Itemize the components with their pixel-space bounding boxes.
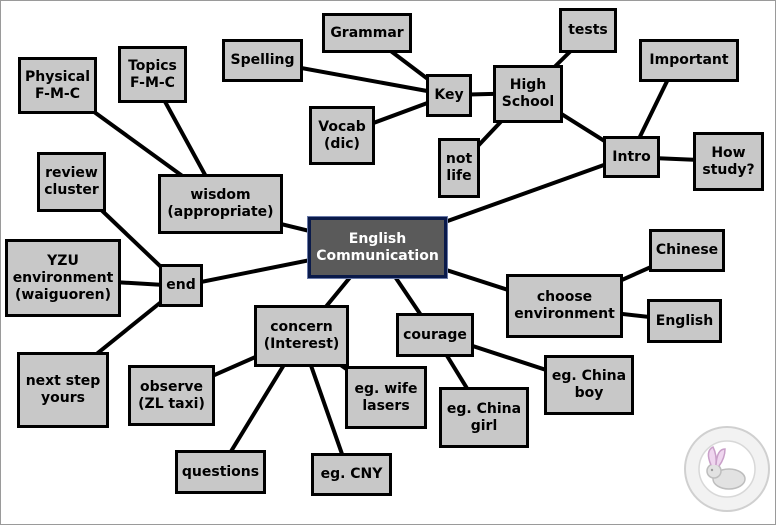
node-important: Important: [639, 39, 739, 82]
node-review-cluster: review cluster: [37, 152, 106, 212]
node-spelling: Spelling: [222, 39, 303, 82]
node-tests: tests: [559, 8, 617, 53]
node-chinese: Chinese: [649, 229, 725, 272]
node-high-school: High School: [493, 65, 563, 123]
node-eg-china-girl: eg. China girl: [439, 387, 529, 448]
node-vocab: Vocab (dic): [309, 106, 375, 165]
node-not-life: not life: [438, 138, 480, 198]
node-eg-wife: eg. wife lasers: [345, 366, 427, 429]
node-courage: courage: [396, 313, 474, 357]
node-english: English: [647, 299, 722, 343]
node-yzu-environment: YZU environment (waiguoren): [5, 239, 121, 317]
node-grammar: Grammar: [322, 13, 412, 53]
node-end: end: [159, 264, 203, 307]
node-key: Key: [426, 74, 472, 117]
node-eg-china-boy: eg. China boy: [544, 355, 634, 415]
node-observe: observe (ZL taxi): [128, 365, 215, 426]
node-topics: Topics F-M-C: [118, 46, 187, 103]
node-eg-cny: eg. CNY: [311, 453, 392, 496]
node-central-english-communication: English Communication: [308, 217, 447, 278]
node-how-study: How study?: [693, 132, 764, 191]
node-wisdom: wisdom (appropriate): [158, 174, 283, 234]
node-concern: concern (Interest): [254, 305, 349, 367]
node-next-step: next step yours: [17, 352, 109, 428]
node-choose-environment: choose environment: [506, 274, 623, 338]
node-questions: questions: [175, 450, 266, 494]
node-physical: Physical F-M-C: [18, 57, 97, 114]
node-intro: Intro: [603, 136, 660, 178]
rabbit-seal-icon: [684, 426, 770, 512]
